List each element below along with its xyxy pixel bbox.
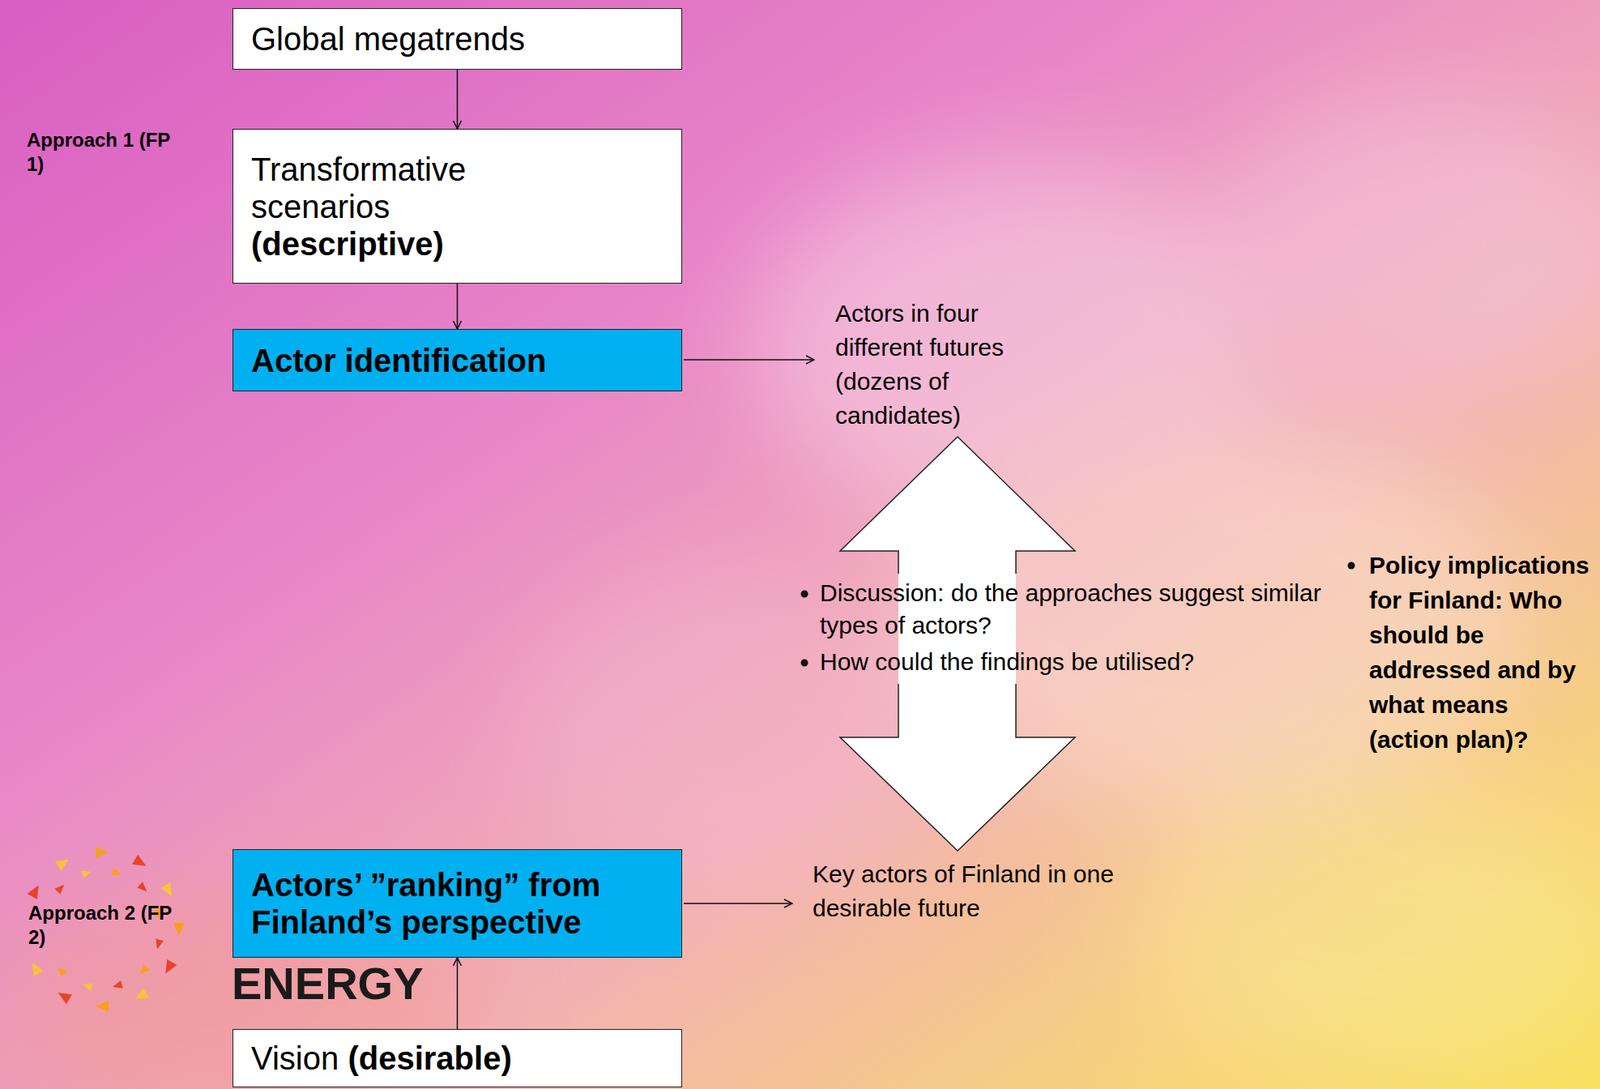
result-note: Key actors of Finland in one desirable f… bbox=[812, 857, 1137, 926]
result-note: Actors in four different futures (dozens… bbox=[835, 296, 1050, 433]
approach-label: Approach 1 (FP 1) bbox=[26, 128, 181, 177]
box-text: Vision bbox=[251, 1040, 339, 1076]
box-text: Global megatrends bbox=[251, 20, 664, 58]
clouds bbox=[0, 97, 1600, 1089]
logo-triangle bbox=[173, 922, 185, 936]
logo-triangle bbox=[54, 881, 68, 895]
logo-swirl bbox=[27, 846, 185, 1012]
box-text: Actor identification bbox=[251, 341, 664, 380]
bullet bbox=[801, 659, 809, 667]
process-box: Vision(desirable) bbox=[232, 1028, 683, 1088]
process-box: Transformative scenarios(descriptive) bbox=[232, 128, 683, 284]
result-arrow bbox=[683, 358, 815, 361]
double-arrow-fill bbox=[840, 436, 1076, 851]
logo-triangle bbox=[111, 867, 124, 879]
logo-triangle bbox=[95, 1000, 109, 1012]
logo-triangle bbox=[27, 882, 44, 900]
logo-triangle bbox=[136, 881, 150, 895]
logo-triangle bbox=[81, 867, 93, 879]
logo-triangle bbox=[95, 846, 109, 858]
logo-triangle bbox=[153, 938, 164, 951]
bullet bbox=[801, 590, 809, 598]
logo-triangle bbox=[111, 980, 124, 991]
result-arrow bbox=[683, 902, 793, 905]
logo-wordmark: ENERGY bbox=[231, 959, 491, 1008]
double-arrow-outline bbox=[840, 683, 1076, 851]
bullet bbox=[1348, 562, 1356, 570]
approach-label: Approach 2 (FP 2) bbox=[28, 900, 183, 950]
box-text: (desirable) bbox=[347, 1040, 512, 1076]
logo-triangle bbox=[81, 980, 93, 991]
logo-triangle bbox=[55, 987, 73, 1004]
logo-triangle bbox=[136, 964, 150, 978]
flow-arrow bbox=[456, 69, 459, 129]
discussion-bullet: How could the findings be utilised? bbox=[819, 645, 1323, 679]
logo-triangle bbox=[132, 987, 150, 1004]
highlight-box: Actors’ ”ranking” from Finland’s perspec… bbox=[232, 849, 683, 958]
logo-triangle bbox=[27, 959, 44, 977]
logo-triangle bbox=[160, 959, 177, 977]
flow-arrow bbox=[456, 283, 459, 329]
logo-triangle bbox=[54, 964, 68, 978]
discussion-bullet: Discussion: do the approaches suggest si… bbox=[819, 576, 1323, 642]
flow-arrow bbox=[456, 957, 459, 1029]
cloud bbox=[1207, 97, 1600, 389]
box-text: Actors’ ”ranking” from Finland’s perspec… bbox=[251, 866, 664, 941]
logo-triangle bbox=[160, 882, 177, 900]
double-arrow-outline bbox=[840, 436, 1076, 574]
logo-triangle bbox=[132, 854, 150, 871]
logo-triangle bbox=[55, 854, 73, 871]
box-text: Transformative scenarios bbox=[251, 150, 519, 226]
cloud bbox=[1134, 785, 1600, 1078]
box-text: (descriptive) bbox=[251, 225, 664, 263]
policy-bullet: Policy implications for Finland: Who sho… bbox=[1369, 547, 1590, 757]
process-box: Global megatrends bbox=[232, 8, 683, 70]
highlight-box: Actor identification bbox=[232, 328, 683, 392]
